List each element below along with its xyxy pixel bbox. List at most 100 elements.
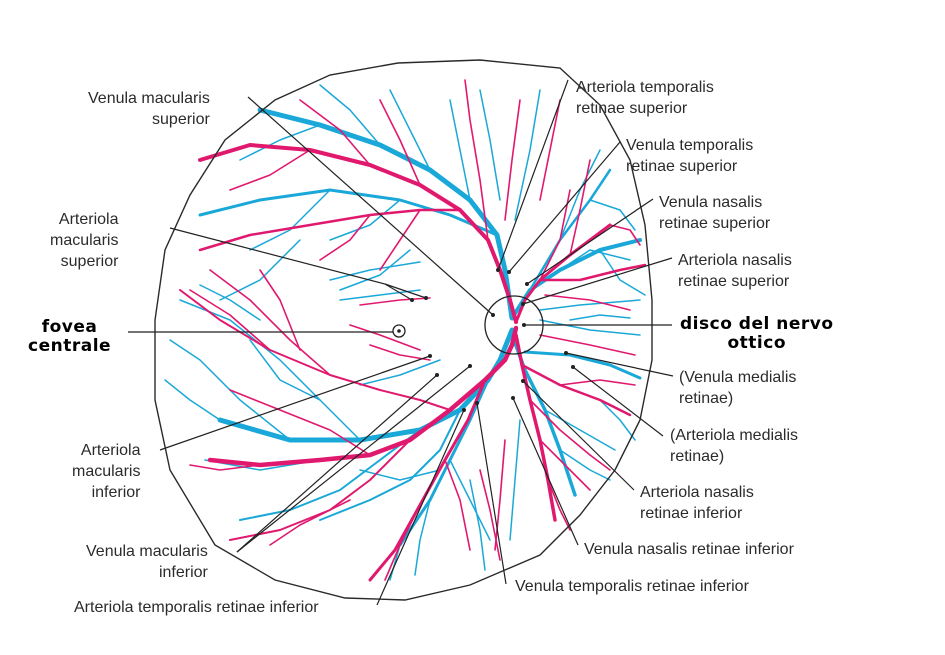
label-arteriola-temporalis-retinae-superior: Arteriola temporalis retinae superior (576, 77, 714, 119)
label-line: macularis (72, 463, 141, 480)
artery-branch-0 (464, 79, 489, 241)
artery-branch-21 (539, 439, 591, 491)
leader-venula-nasalis-retinae-superior (526, 198, 654, 285)
artery-branch-4 (319, 214, 371, 261)
artery-branch-28 (269, 499, 351, 546)
label-line: Arteriola temporalis retinae inferior (74, 599, 319, 616)
label-line: Venula macularis (88, 90, 210, 107)
leader-dot-venula-medialis-retinae (564, 351, 568, 355)
vein-branch-4 (329, 199, 401, 241)
vein-trunk-1 (198, 188, 499, 237)
vein-trunk-9 (239, 429, 421, 521)
vein-trunk-0 (257, 107, 515, 321)
label-line: retinae) (670, 448, 725, 465)
leader-venula-nasalis-retinae-inferior (512, 397, 579, 546)
label-line: Venula nasalis (659, 194, 763, 211)
leader-arteriola-nasalis-retinae-superior (522, 257, 673, 305)
artery-branch-11 (559, 379, 636, 386)
leader-venula-macularis-inferior-2 (236, 365, 471, 553)
label-fovea-centrale: fovea centrale (28, 318, 111, 356)
artery-branch-6 (569, 159, 591, 256)
vein-branch-16 (449, 459, 491, 541)
leader-arteriola-macularis-superior-2 (384, 283, 427, 299)
label-venula-medialis-retinae: (Venula medialis retinae) (679, 367, 796, 409)
artery-branch-27 (259, 269, 301, 351)
label-line: retinae) (679, 390, 734, 407)
vein-branch-34 (599, 399, 636, 441)
vein-branch-1 (389, 89, 431, 171)
label-line: retinae superior (576, 100, 688, 117)
artery-branch-25 (504, 99, 521, 221)
vein-branch-7 (599, 249, 646, 296)
artery-branch-5 (379, 209, 421, 271)
vein-branch-13 (169, 339, 291, 441)
label-line: fovea (41, 317, 98, 337)
leader-dot-arteriola-nasalis-retinae-inferior (521, 379, 525, 383)
vein-branch-26 (199, 284, 261, 321)
label-arteriola-nasalis-retinae-inferior: Arteriola nasalis retinae inferior (640, 482, 754, 524)
leader-dot-venula-macularis-superior (491, 313, 495, 317)
label-venula-macularis-inferior: Venula macularis inferior (86, 541, 208, 583)
artery-branch-24 (369, 344, 431, 361)
vein-branch-6 (559, 249, 631, 271)
retina-outline (154, 59, 653, 601)
label-line: Arteriola (80, 442, 141, 459)
vein-trunk-7 (523, 350, 642, 380)
vein-branch-22 (359, 359, 441, 386)
label-line: disco del nervo (680, 314, 834, 334)
leader-venula-medialis-retinae (565, 352, 674, 377)
label-line: macularis (50, 232, 119, 249)
vein-branch-5 (249, 189, 331, 251)
vein-trunk-8 (319, 409, 461, 521)
leader-dot-venula-macularis-inferior (435, 373, 439, 377)
label-venula-nasalis-retinae-superior: Venula nasalis retinae superior (659, 192, 770, 234)
label-line: superior (60, 253, 119, 270)
artery-branch-9 (544, 294, 631, 311)
artery-branch-29 (479, 469, 501, 561)
artery-branch-2 (299, 99, 371, 166)
retinal-arteries (179, 79, 647, 582)
leader-venula-temporalis-retinae-superior (508, 141, 621, 273)
vein-branch-11 (539, 319, 641, 336)
label-line: (Arteriola medialis (670, 427, 799, 444)
vein-branch-10 (539, 299, 641, 311)
leader-dot-venula-macularis-inferior-2 (468, 364, 472, 368)
vein-branch-25 (249, 339, 321, 401)
vein-branch-31 (359, 469, 441, 481)
label-line: Arteriola temporalis (576, 79, 714, 96)
artery-branch-22 (359, 297, 431, 306)
label-line: inferior (91, 484, 141, 501)
artery-trunk-9 (229, 439, 411, 541)
leader-venula-temporalis-retinae-inferior (476, 402, 507, 585)
artery-trunk-0 (198, 143, 518, 324)
leader-dot-venula-nasalis-retinae-inferior (511, 396, 515, 400)
label-line: Venula macularis (86, 543, 208, 560)
label-venula-temporalis-retinae-inferior: Venula temporalis retinae inferior (515, 576, 749, 597)
label-arteriola-macularis-superior: Arteriola macularis superior (50, 209, 118, 272)
leader-arteriola-macularis-superior (169, 227, 413, 301)
leader-arteriola-macularis-inferior (159, 355, 431, 451)
vein-branch-12 (179, 299, 361, 441)
leader-dot-venula-nasalis-retinae-superior (525, 282, 529, 286)
vein-branch-0 (449, 99, 471, 201)
artery-branch-10 (539, 334, 636, 356)
artery-trunk-7 (520, 363, 632, 417)
leader-venula-macularis-superior (247, 96, 494, 316)
label-line: superior (152, 111, 210, 128)
vein-branch-23 (339, 249, 411, 291)
label-arteriola-temporalis-retinae-inferior: Arteriola temporalis retinae inferior (74, 597, 319, 618)
label-venula-macularis-superior: Venula macularis superior (88, 88, 210, 130)
leader-dot-venula-temporalis-retinae-superior (507, 270, 511, 274)
leader-arteriola-temporalis-retinae-superior (497, 79, 569, 271)
fovea-marker (392, 324, 406, 338)
artery-branch-23 (349, 324, 421, 351)
artery-branch-16 (444, 459, 471, 551)
label-line: (Venula medialis (679, 369, 797, 386)
artery-trunk-5 (368, 378, 487, 582)
label-line: retinae inferior (640, 505, 743, 522)
label-arteriola-macularis-inferior: Arteriola macularis inferior (72, 440, 140, 503)
artery-trunk-6 (514, 333, 557, 522)
artery-branch-14 (229, 389, 371, 456)
vein-branch-33 (509, 419, 521, 541)
